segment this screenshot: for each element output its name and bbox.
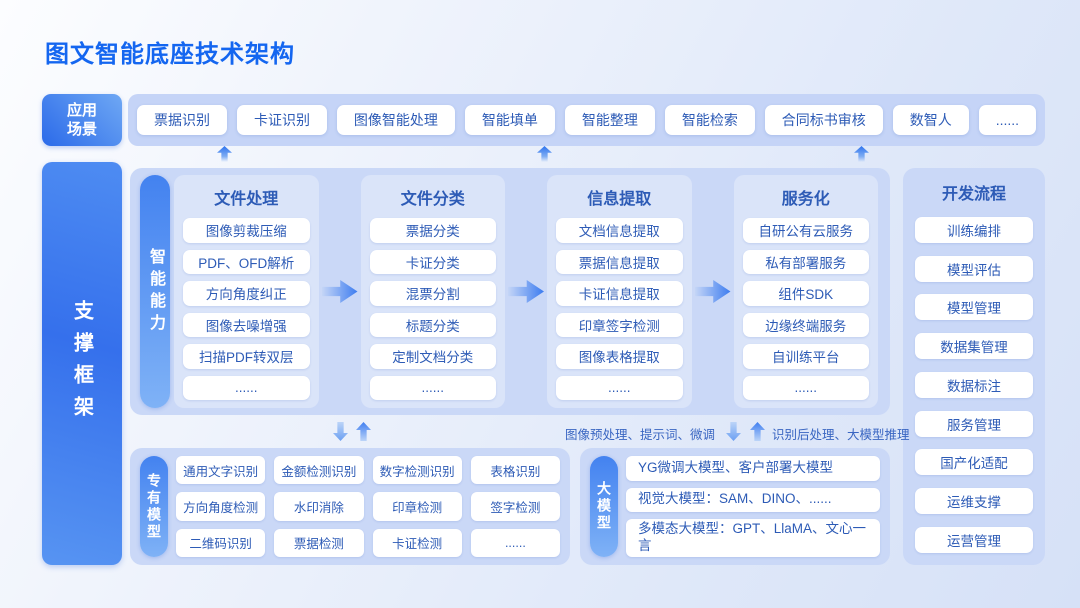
column-info-extraction: 信息提取 文档信息提取票据信息提取卡证信息提取印章签字检测图像表格提取.....… (547, 175, 692, 408)
dev-process-item: 训练编排 (915, 216, 1033, 243)
large-models-pill: 大模型 (590, 456, 618, 557)
column-header: 信息提取 (587, 191, 652, 208)
capabilities-pill: 智能能力 (140, 175, 170, 408)
capability-item: PDF、OFD解析 (183, 249, 310, 274)
capability-item: 定制文档分类 (369, 344, 496, 369)
capability-item: 扫描PDF转双层 (183, 344, 310, 369)
capability-item: ...... (556, 375, 683, 400)
arrow-up-icon (854, 146, 869, 162)
proprietary-models-panel: 专有模型 通用文字识别金额检测识别数字检测识别表格识别方向角度检测水印消除印章检… (130, 448, 570, 565)
scenario-chip: 卡证识别 (236, 105, 327, 135)
dev-process-item: 数据标注 (915, 371, 1033, 398)
capability-item: 文档信息提取 (556, 218, 683, 243)
scenario-chip: ...... (978, 105, 1037, 135)
capability-item: 自研公有云服务 (742, 218, 869, 243)
capability-item: 自训练平台 (742, 344, 869, 369)
large-models-list: YG微调大模型、客户部署大模型视觉大模型：SAM、DINO、...... 多模态大… (626, 456, 880, 557)
column-header: 文件处理 (214, 191, 279, 208)
capability-item: 标题分类 (369, 312, 496, 337)
capability-item: 组件SDK (742, 281, 869, 306)
capability-item: 图像剪裁压缩 (183, 218, 310, 243)
capability-item: ...... (183, 375, 310, 400)
arrow-up-icon (217, 146, 232, 162)
capability-item: 卡证分类 (369, 249, 496, 274)
capability-item: 图像去噪增强 (183, 312, 310, 337)
capability-item: 印章签字检测 (556, 312, 683, 337)
arrow-right-icon (508, 280, 544, 303)
model-chip: 二维码识别 (176, 528, 266, 557)
capability-item: 卡证信息提取 (556, 281, 683, 306)
model-chip: 金额检测识别 (274, 456, 364, 485)
model-chip: ...... (470, 528, 560, 557)
capability-item: 混票分割 (369, 281, 496, 306)
support-frame-bar: 支撑框架 (42, 162, 122, 565)
scenario-chip: 智能检索 (664, 105, 755, 135)
connector-band: 图像预处理、提示词、微调 识别后处理、大模型推理 (130, 415, 910, 448)
capability-item: 票据信息提取 (556, 249, 683, 274)
capability-item: 方向角度纠正 (183, 281, 310, 306)
column-header: 文件分类 (400, 191, 465, 208)
dev-process-item: 模型评估 (915, 255, 1033, 282)
capabilities-panel: 智能能力 文件处理 图像剪裁压缩 PDF、OFD解析方向角度纠正图像去噪增强扫描P… (130, 168, 890, 415)
model-chip: 数字检测识别 (372, 456, 462, 485)
arrow-right-icon (321, 280, 358, 303)
model-chip: 表格识别 (470, 456, 560, 485)
model-chip: 卡证检测 (372, 528, 462, 557)
app-scenarios-label-text: 应用场景 (66, 101, 97, 139)
app-scenarios-band: 票据识别 卡证识别 图像智能处理 智能填单 智能整理 智能检索 合同标书审核 数… (128, 94, 1045, 146)
dev-process-item: 国产化适配 (915, 449, 1033, 476)
dev-process-panel: 开发流程 训练编排模型评估模型管理数据集管理数据标注服务管理国产化适配运维支撑运… (903, 168, 1045, 565)
scenario-chip: 数智人 (892, 105, 969, 135)
app-scenarios-label: 应用场景 (42, 94, 122, 146)
capability-item: ...... (742, 375, 869, 400)
capability-item: 边缘终端服务 (742, 312, 869, 337)
large-model-item: 视觉大模型：SAM、DINO、...... (626, 487, 880, 512)
capability-item: 私有部署服务 (742, 249, 869, 274)
scenario-chip: 图像智能处理 (336, 105, 455, 135)
column-file-processing: 文件处理 图像剪裁压缩 PDF、OFD解析方向角度纠正图像去噪增强扫描PDF转双层… (174, 175, 319, 408)
arrow-up-icon (356, 422, 371, 441)
arrow-up-icon (750, 422, 765, 441)
arrow-up-icon (537, 146, 552, 162)
model-chip: 签字检测 (470, 492, 560, 521)
dev-process-item: 运维支撑 (915, 488, 1033, 515)
capability-item: 票据分类 (369, 218, 496, 243)
page-title: 图文智能底座技术架构 (45, 41, 295, 68)
model-chip: 票据检测 (274, 528, 364, 557)
dev-process-item: 运营管理 (915, 526, 1033, 553)
model-chip: 通用文字识别 (176, 456, 266, 485)
scenario-chip: 智能整理 (564, 105, 655, 135)
dev-process-item: 数据集管理 (915, 333, 1033, 360)
arrow-down-icon (333, 422, 348, 441)
dev-process-item: 模型管理 (915, 294, 1033, 321)
large-models-panel: 大模型 YG微调大模型、客户部署大模型视觉大模型：SAM、DINO、......… (580, 448, 890, 565)
capability-item: ...... (369, 375, 496, 400)
proprietary-models-pill: 专有模型 (140, 456, 168, 557)
dev-process-item: 服务管理 (915, 410, 1033, 437)
scenario-chip: 票据识别 (137, 105, 227, 135)
connector-label-left: 图像预处理、提示词、微调 (565, 428, 716, 442)
model-chip: 方向角度检测 (176, 492, 266, 521)
model-chip: 水印消除 (274, 492, 364, 521)
scenario-chip: 智能填单 (464, 105, 555, 135)
large-model-item: YG微调大模型、客户部署大模型 (626, 456, 880, 481)
proprietary-models-grid: 通用文字识别金额检测识别数字检测识别表格识别方向角度检测水印消除印章检测签字检测… (176, 456, 560, 557)
dev-process-title: 开发流程 (941, 186, 1006, 203)
connector-label-right: 识别后处理、大模型推理 (772, 428, 910, 442)
column-header: 服务化 (781, 191, 830, 208)
model-chip: 印章检测 (372, 492, 462, 521)
large-model-item: 多模态大模型：GPT、LlaMA、文心一言 (626, 519, 880, 557)
scenario-chip: 合同标书审核 (764, 105, 883, 135)
capability-item: 图像表格提取 (556, 344, 683, 369)
arrow-down-icon (726, 422, 741, 441)
arrow-right-icon (694, 280, 731, 303)
column-servitization: 服务化 自研公有云服务私有部署服务组件SDK 边缘终端服务自训练平台...... (733, 175, 878, 408)
column-file-classification: 文件分类 票据分类卡证分类混票分割标题分类定制文档分类...... (360, 175, 505, 408)
